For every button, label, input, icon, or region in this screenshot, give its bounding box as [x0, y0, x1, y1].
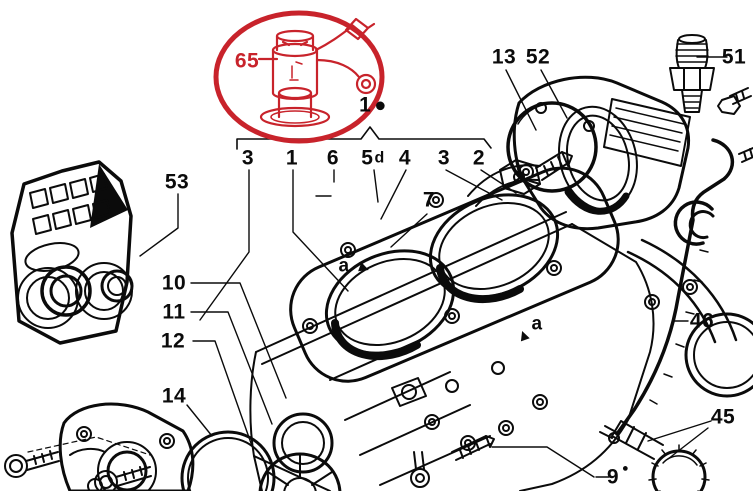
callout-65[interactable]: 65 — [234, 49, 260, 73]
callout-6[interactable]: 6 — [326, 146, 340, 170]
callout-1-assembly[interactable]: 1● — [359, 93, 387, 117]
callout-12[interactable]: 12 — [160, 329, 186, 353]
fuel-pump-art — [259, 17, 377, 128]
callout-1[interactable]: 1 — [285, 146, 299, 170]
reference-letter-a-1: a — [338, 255, 350, 277]
callout-4[interactable]: 4 — [398, 146, 412, 170]
callout-13[interactable]: 13 — [491, 45, 517, 69]
callout-2[interactable]: 2 — [472, 146, 486, 170]
cylinder-head-art — [499, 34, 753, 491]
callout-51[interactable]: 51 — [721, 45, 747, 69]
highlight-ellipse — [213, 10, 385, 144]
cover-bolts-art — [4, 436, 152, 491]
engine-block-art — [249, 164, 655, 491]
reference-letter-a-2: a — [531, 313, 543, 335]
callout-53[interactable]: 53 — [164, 170, 190, 194]
callout-10[interactable]: 10 — [161, 271, 187, 295]
callout-14[interactable]: 14 — [161, 384, 187, 408]
callout-3-left[interactable]: 3 — [241, 146, 255, 170]
callout-45[interactable]: 45 — [710, 405, 736, 429]
cover-gasket-ring-art — [180, 430, 276, 491]
group-bracket — [236, 126, 492, 150]
gasket-plate-art — [10, 160, 134, 345]
callout-9[interactable]: 9● — [606, 462, 630, 489]
callout-46[interactable]: 46 — [689, 309, 715, 333]
callout-3-right[interactable]: 3 — [437, 146, 451, 170]
bullet-marker-icon: ● — [622, 462, 630, 475]
callout-52[interactable]: 52 — [525, 45, 551, 69]
leader-lines — [139, 56, 728, 478]
highlight-group — [213, 10, 385, 144]
callout-11[interactable]: 11 — [162, 300, 186, 324]
bullet-marker-icon: ● — [374, 94, 387, 116]
callout-7[interactable]: 7 — [422, 188, 436, 212]
